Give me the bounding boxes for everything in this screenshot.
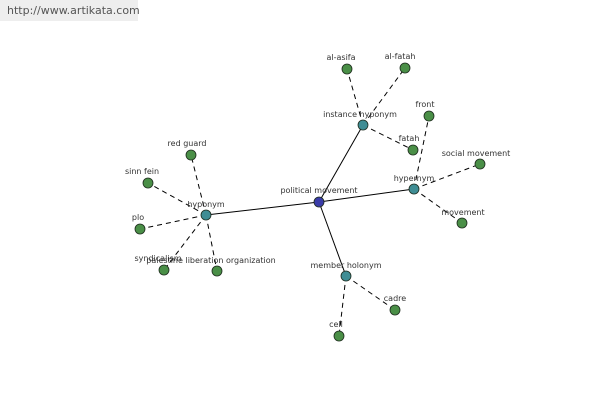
node-cadre[interactable] — [389, 304, 401, 316]
edges-layer — [139, 67, 481, 337]
edge-hypernym-movement — [413, 188, 463, 224]
label-hypernym[interactable]: hypernym — [394, 174, 435, 183]
edge-hypernym-social-movement — [413, 163, 481, 190]
node-social-movement[interactable] — [474, 158, 486, 170]
node-hypernym[interactable] — [408, 183, 420, 195]
edge-hyponym-palestine-liberation-organization — [205, 214, 218, 272]
edge-instance-hyponym-al-asifa — [346, 68, 364, 126]
label-hyponym[interactable]: hyponym — [187, 200, 225, 209]
label-social-movement[interactable]: social movement — [442, 149, 511, 158]
edge-hyponym-sinn-fein — [147, 182, 207, 216]
label-cadre[interactable]: cadre — [384, 294, 406, 303]
labels-layer: al-asifa al-fatah fatah instance hyponym fro… — [125, 52, 510, 329]
node-red-guard[interactable] — [185, 149, 197, 161]
node-political-movement[interactable] — [313, 196, 325, 208]
edge-hyponym-red-guard — [190, 154, 207, 216]
node-syndicalism[interactable] — [158, 264, 170, 276]
site-url-watermark[interactable]: http://www.artikata.com — [0, 0, 140, 21]
label-syndicalism[interactable]: syndicalism — [135, 254, 182, 263]
node-member-holonym[interactable] — [340, 270, 352, 282]
label-palestine-liberation-organization[interactable]: palestine liberation organization — [146, 256, 275, 265]
edge-political-movement-member-holonym — [318, 201, 347, 277]
edge-political-movement-hyponym — [205, 201, 320, 216]
label-red-guard[interactable]: red guard — [168, 139, 207, 148]
node-fatah[interactable] — [407, 144, 419, 156]
edge-member-holonym-cell — [338, 275, 347, 337]
edge-instance-hyponym-al-fatah — [362, 67, 406, 126]
label-instance-hyponym[interactable]: instance hyponym — [323, 110, 397, 119]
label-al-fatah[interactable]: al-fatah — [385, 52, 416, 61]
node-palestine-liberation-organization[interactable] — [211, 265, 223, 277]
node-front[interactable] — [423, 110, 435, 122]
label-front[interactable]: front — [415, 100, 434, 109]
label-political-movement[interactable]: political movement — [280, 186, 357, 195]
edge-political-movement-hypernym — [318, 188, 415, 203]
edge-hypernym-front — [413, 115, 430, 190]
edge-instance-hyponym-fatah — [362, 124, 414, 151]
edge-hyponym-plo — [139, 214, 207, 230]
edge-hyponym-syndicalism — [163, 214, 207, 271]
node-plo[interactable] — [134, 223, 146, 235]
label-al-asifa[interactable]: al-asifa — [326, 53, 355, 62]
node-cell[interactable] — [333, 330, 345, 342]
edge-political-movement-instance-hyponym — [318, 124, 364, 203]
node-al-fatah[interactable] — [399, 62, 411, 74]
nodes-layer — [134, 62, 486, 342]
label-cell[interactable]: cell — [329, 320, 343, 329]
label-sinn-fein[interactable]: sinn fein — [125, 167, 159, 176]
node-sinn-fein[interactable] — [142, 177, 154, 189]
label-plo[interactable]: plo — [132, 213, 144, 222]
node-movement[interactable] — [456, 217, 468, 229]
node-hyponym[interactable] — [200, 209, 212, 221]
label-movement[interactable]: movement — [441, 208, 484, 217]
label-fatah[interactable]: fatah — [399, 134, 420, 143]
edge-member-holonym-cadre — [345, 275, 396, 311]
label-member-holonym[interactable]: member holonym — [310, 261, 381, 270]
node-instance-hyponym[interactable] — [357, 119, 369, 131]
node-al-asifa[interactable] — [341, 63, 353, 75]
